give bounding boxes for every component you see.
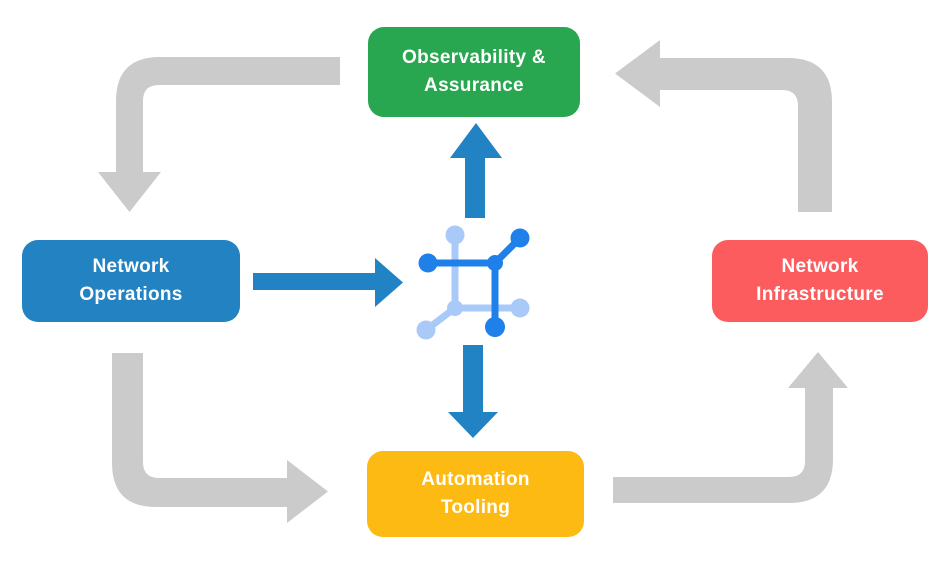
flow-arrow-observability-to-operations <box>98 57 340 212</box>
node-observability-assurance: Observability & Assurance <box>368 27 580 117</box>
io-arrow-center-to-observability <box>450 123 502 218</box>
node-network-infrastructure: Network Infrastructure <box>712 240 928 322</box>
network-fabric-icon-light-nodes <box>416 225 530 340</box>
node-network-infrastructure-label: Network Infrastructure <box>756 256 884 305</box>
node-automation-tooling-label: Automation Tooling <box>421 469 530 518</box>
io-arrow-operations-to-center <box>253 258 403 307</box>
flow-arrow-infrastructure-to-observability <box>615 40 832 212</box>
node-network-operations: Network Operations <box>22 240 240 322</box>
node-network-operations-label: Network Operations <box>79 256 183 305</box>
io-arrow-center-to-automation <box>448 345 498 438</box>
network-fabric-icon-dark-nodes <box>418 228 530 337</box>
network-fabric-icon <box>416 225 530 340</box>
node-automation-tooling: Automation Tooling <box>367 451 584 537</box>
flow-arrow-automation-to-infrastructure <box>613 352 848 503</box>
node-observability-assurance-label: Observability & Assurance <box>402 47 546 96</box>
flow-arrow-operations-to-automation <box>112 353 328 523</box>
